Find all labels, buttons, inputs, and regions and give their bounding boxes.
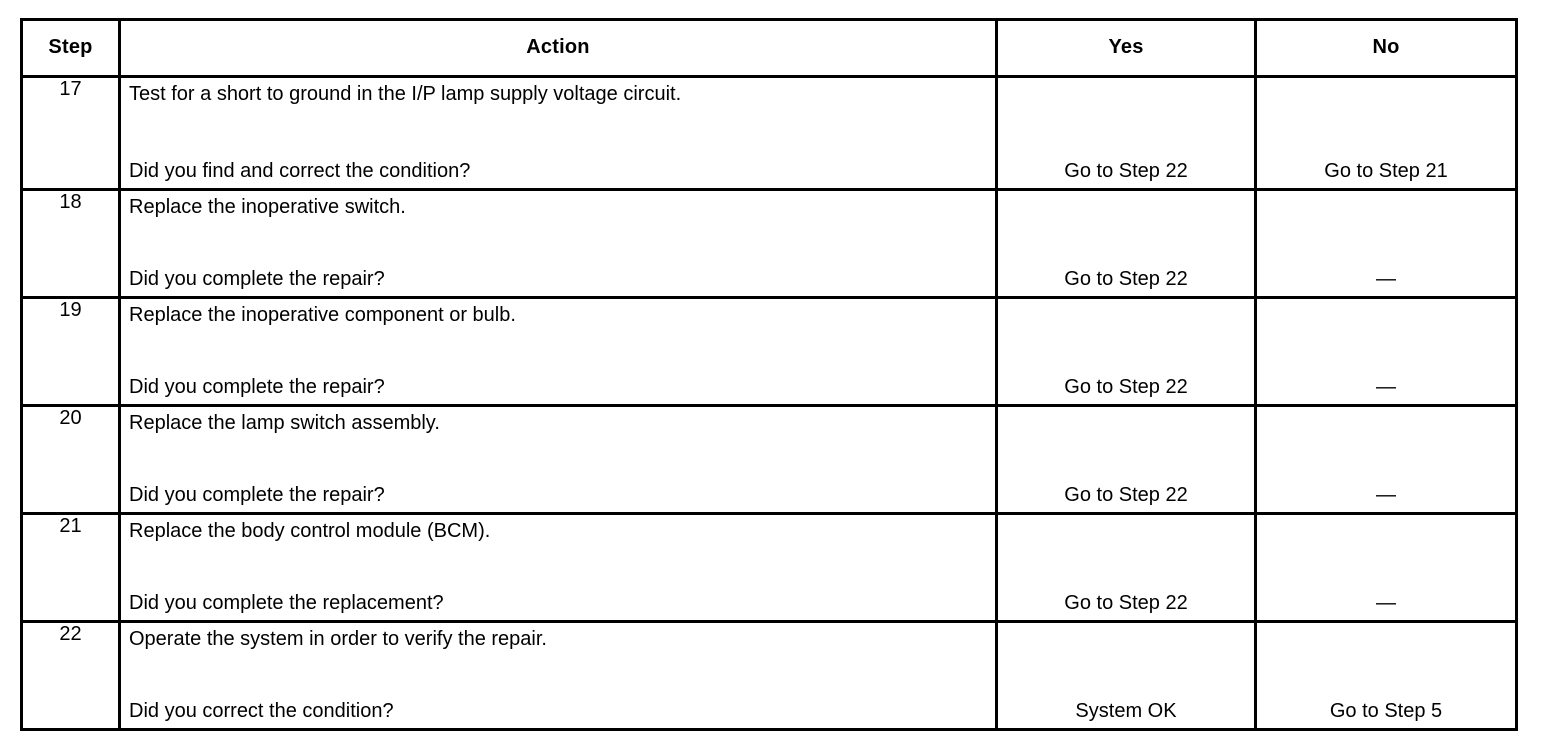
cell-answer-yes: Go to Step 22 [995, 512, 1257, 623]
diagnostic-step-table: Step Action Yes No 17 Test for a short to… [20, 18, 1518, 731]
cell-answer-no: Go to Step 5 [1254, 620, 1518, 731]
cell-answer-no-content: Go to Step 5 [1257, 623, 1515, 728]
table-row: 22 Operate the system in order to verify … [20, 620, 1518, 731]
cell-answer-no-text: Go to Step 21 [1324, 159, 1448, 182]
cell-answer-yes-content: Go to Step 22 [998, 191, 1254, 296]
cell-answer-no-content: — [1257, 299, 1515, 404]
cell-answer-no-text: — [1376, 267, 1396, 290]
cell-action: Replace the inoperative switch. Did you c… [118, 188, 998, 299]
cell-action: Operate the system in order to verify th… [118, 620, 998, 731]
action-statement: Replace the inoperative switch. [129, 196, 406, 218]
column-header-action: Action [118, 18, 998, 78]
cell-answer-no: — [1254, 296, 1518, 407]
cell-answer-no: — [1254, 512, 1518, 623]
action-content: Replace the inoperative switch. Did you c… [121, 191, 995, 296]
action-content: Replace the body control module (BCM). Di… [121, 515, 995, 620]
cell-action: Replace the lamp switch assembly. Did you… [118, 404, 998, 515]
table-row: 18 Replace the inoperative switch. Did you… [20, 188, 1518, 299]
action-content: Test for a short to ground in the I/P la… [121, 78, 995, 188]
action-question: Did you complete the repair? [129, 483, 385, 506]
table-header: Step Action Yes No [20, 18, 1518, 78]
table-row: 19 Replace the inoperative component or b… [20, 296, 1518, 407]
cell-step-number: 22 [20, 620, 121, 731]
column-header-no: No [1254, 18, 1518, 78]
column-header-step: Step [20, 18, 121, 78]
cell-answer-no-content: — [1257, 191, 1515, 296]
cell-step-number: 20 [20, 404, 121, 515]
action-statement: Replace the lamp switch assembly. [129, 412, 440, 434]
cell-answer-yes-content: Go to Step 22 [998, 515, 1254, 620]
action-question: Did you complete the replacement? [129, 591, 444, 614]
cell-action: Replace the inoperative component or bul… [118, 296, 998, 407]
cell-answer-yes-content: Go to Step 22 [998, 299, 1254, 404]
cell-answer-no-text: Go to Step 5 [1329, 699, 1443, 722]
cell-answer-yes-content: System OK [998, 623, 1254, 728]
cell-answer-no-content: — [1257, 515, 1515, 620]
cell-answer-yes: Go to Step 22 [995, 188, 1257, 299]
diagnostic-table-container: Step Action Yes No 17 Test for a short to… [20, 18, 1518, 731]
table-row: 17 Test for a short to ground in the I/P … [20, 75, 1518, 191]
cell-answer-no: — [1254, 188, 1518, 299]
action-content: Replace the inoperative component or bul… [121, 299, 995, 404]
action-question: Did you complete the repair? [129, 375, 385, 398]
cell-step-number: 21 [20, 512, 121, 623]
cell-action: Replace the body control module (BCM). Di… [118, 512, 998, 623]
cell-answer-yes-text: Go to Step 22 [1064, 483, 1188, 506]
column-header-yes: Yes [995, 18, 1257, 78]
cell-answer-yes-text: Go to Step 22 [1064, 375, 1188, 398]
cell-answer-yes-text: Go to Step 22 [1064, 159, 1188, 182]
cell-answer-yes-text: Go to Step 22 [1064, 591, 1188, 614]
cell-action: Test for a short to ground in the I/P la… [118, 75, 998, 191]
action-content: Replace the lamp switch assembly. Did you… [121, 407, 995, 512]
cell-answer-yes-content: Go to Step 22 [998, 78, 1254, 188]
action-question: Did you find and correct the condition? [129, 159, 471, 182]
cell-answer-yes: Go to Step 22 [995, 296, 1257, 407]
cell-answer-no-content: Go to Step 21 [1257, 78, 1515, 188]
cell-step-number: 17 [20, 75, 121, 191]
cell-answer-no-text: — [1376, 591, 1396, 614]
action-content: Operate the system in order to verify th… [121, 623, 995, 728]
cell-answer-yes-text: System OK [1075, 699, 1177, 722]
cell-answer-no-content: — [1257, 407, 1515, 512]
cell-answer-no-text: — [1376, 375, 1396, 398]
cell-answer-no: Go to Step 21 [1254, 75, 1518, 191]
action-statement: Test for a short to ground in the I/P la… [129, 83, 682, 105]
cell-answer-no: — [1254, 404, 1518, 515]
action-question: Did you correct the condition? [129, 699, 394, 722]
cell-step-number: 18 [20, 188, 121, 299]
action-statement: Replace the body control module (BCM). [129, 520, 491, 542]
cell-answer-yes-text: Go to Step 22 [1064, 267, 1188, 290]
action-statement: Operate the system in order to verify th… [129, 628, 547, 650]
table-row: 20 Replace the lamp switch assembly. Did y… [20, 404, 1518, 515]
table-body: 17 Test for a short to ground in the I/P … [20, 75, 1518, 731]
action-question: Did you complete the repair? [129, 267, 385, 290]
cell-answer-yes: System OK [995, 620, 1257, 731]
table-header-row: Step Action Yes No [20, 18, 1518, 78]
cell-answer-no-text: — [1376, 483, 1396, 506]
cell-answer-yes: Go to Step 22 [995, 75, 1257, 191]
cell-step-number: 19 [20, 296, 121, 407]
cell-answer-yes: Go to Step 22 [995, 404, 1257, 515]
action-statement: Replace the inoperative component or bul… [129, 304, 516, 326]
cell-answer-yes-content: Go to Step 22 [998, 407, 1254, 512]
